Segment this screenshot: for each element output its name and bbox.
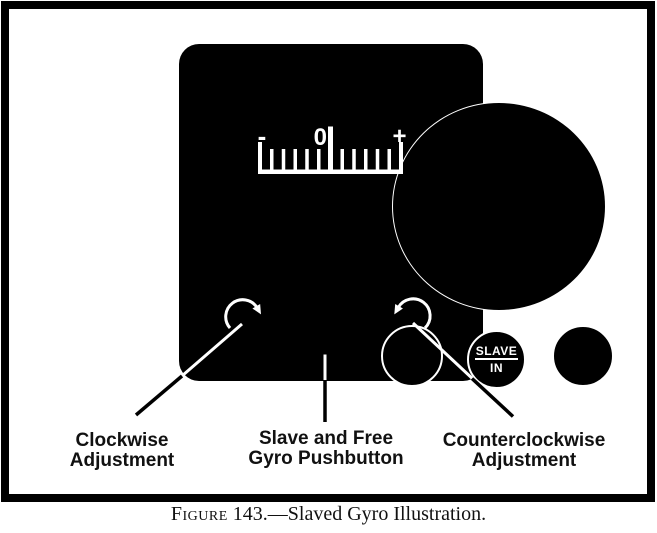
callout-line: Slave and Free bbox=[258, 428, 394, 449]
callout-line: Adjustment bbox=[69, 450, 175, 471]
pushbutton-label-slave: SLAVE bbox=[474, 344, 519, 360]
callout-line: Gyro Pushbutton bbox=[248, 448, 404, 469]
gyro-panel: SLAVE IN bbox=[179, 44, 614, 389]
pushbutton-label-in: IN bbox=[490, 361, 503, 375]
clockwise-adjustment-knob bbox=[381, 325, 443, 387]
figure-caption-word: Figure bbox=[170, 503, 228, 525]
callout-line: Counterclockwise bbox=[442, 430, 606, 451]
figure-caption-rest: 143.—Slaved Gyro Illustration. bbox=[227, 503, 487, 525]
callout-clockwise-adjustment: Clockwise Adjustment bbox=[42, 431, 202, 471]
callout-line: Clockwise bbox=[75, 430, 169, 451]
counterclockwise-adjustment-knob bbox=[552, 325, 614, 387]
figure-caption: Figure 143.—Slaved Gyro Illustration. bbox=[0, 503, 657, 526]
callout-counterclockwise-adjustment: Counterclockwise Adjustment bbox=[432, 431, 616, 471]
callout-line: Adjustment bbox=[471, 450, 577, 471]
callout-slave-free-gyro-pushbutton: Slave and Free Gyro Pushbutton bbox=[246, 429, 406, 469]
sync-indicator-dial bbox=[392, 102, 606, 311]
slave-free-gyro-pushbutton: SLAVE IN bbox=[467, 330, 526, 389]
figure-frame: SLAVE IN - bbox=[1, 1, 655, 502]
